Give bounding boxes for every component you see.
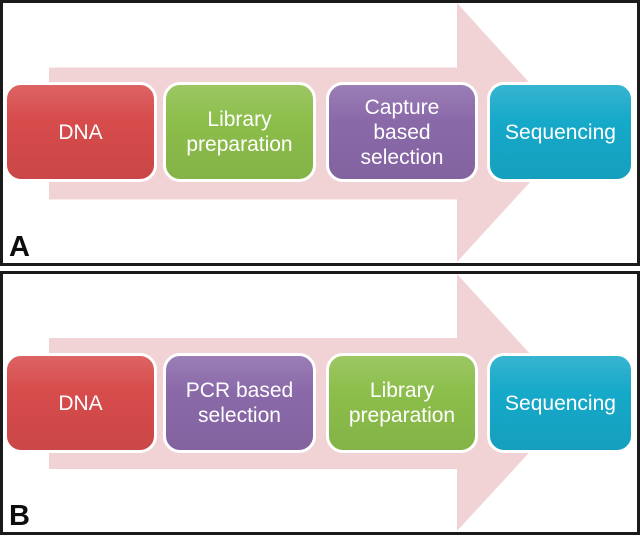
step-label-library-preparation: Library preparation [186,108,293,156]
step-box-sequencing: Sequencing [487,82,634,182]
panel-a: DNA Library preparation Capture based se… [0,0,640,266]
step-box-dna: DNA [4,82,157,182]
step-label-dna: DNA [58,120,103,144]
step-box-sequencing: Sequencing [487,353,634,453]
panel-b: DNA PCR based selection Library preparat… [0,271,640,535]
step-label-dna: DNA [58,391,103,415]
step-label-capture-based-selection: Capture based selection [360,95,444,169]
step-label-sequencing: Sequencing [505,120,616,144]
step-label-library-preparation: Library preparation [348,379,456,427]
step-box-pcr-based-selection: PCR based selection [163,353,316,453]
step-label-pcr-based-selection: PCR based selection [185,379,294,427]
panel-label-a: A [9,231,30,263]
panel-label-b: B [9,500,30,532]
step-box-dna: DNA [4,353,157,453]
step-label-sequencing: Sequencing [505,391,616,415]
step-box-library-preparation: Library preparation [163,82,316,182]
step-box-capture-based-selection: Capture based selection [326,82,478,182]
step-box-library-preparation: Library preparation [326,353,478,453]
